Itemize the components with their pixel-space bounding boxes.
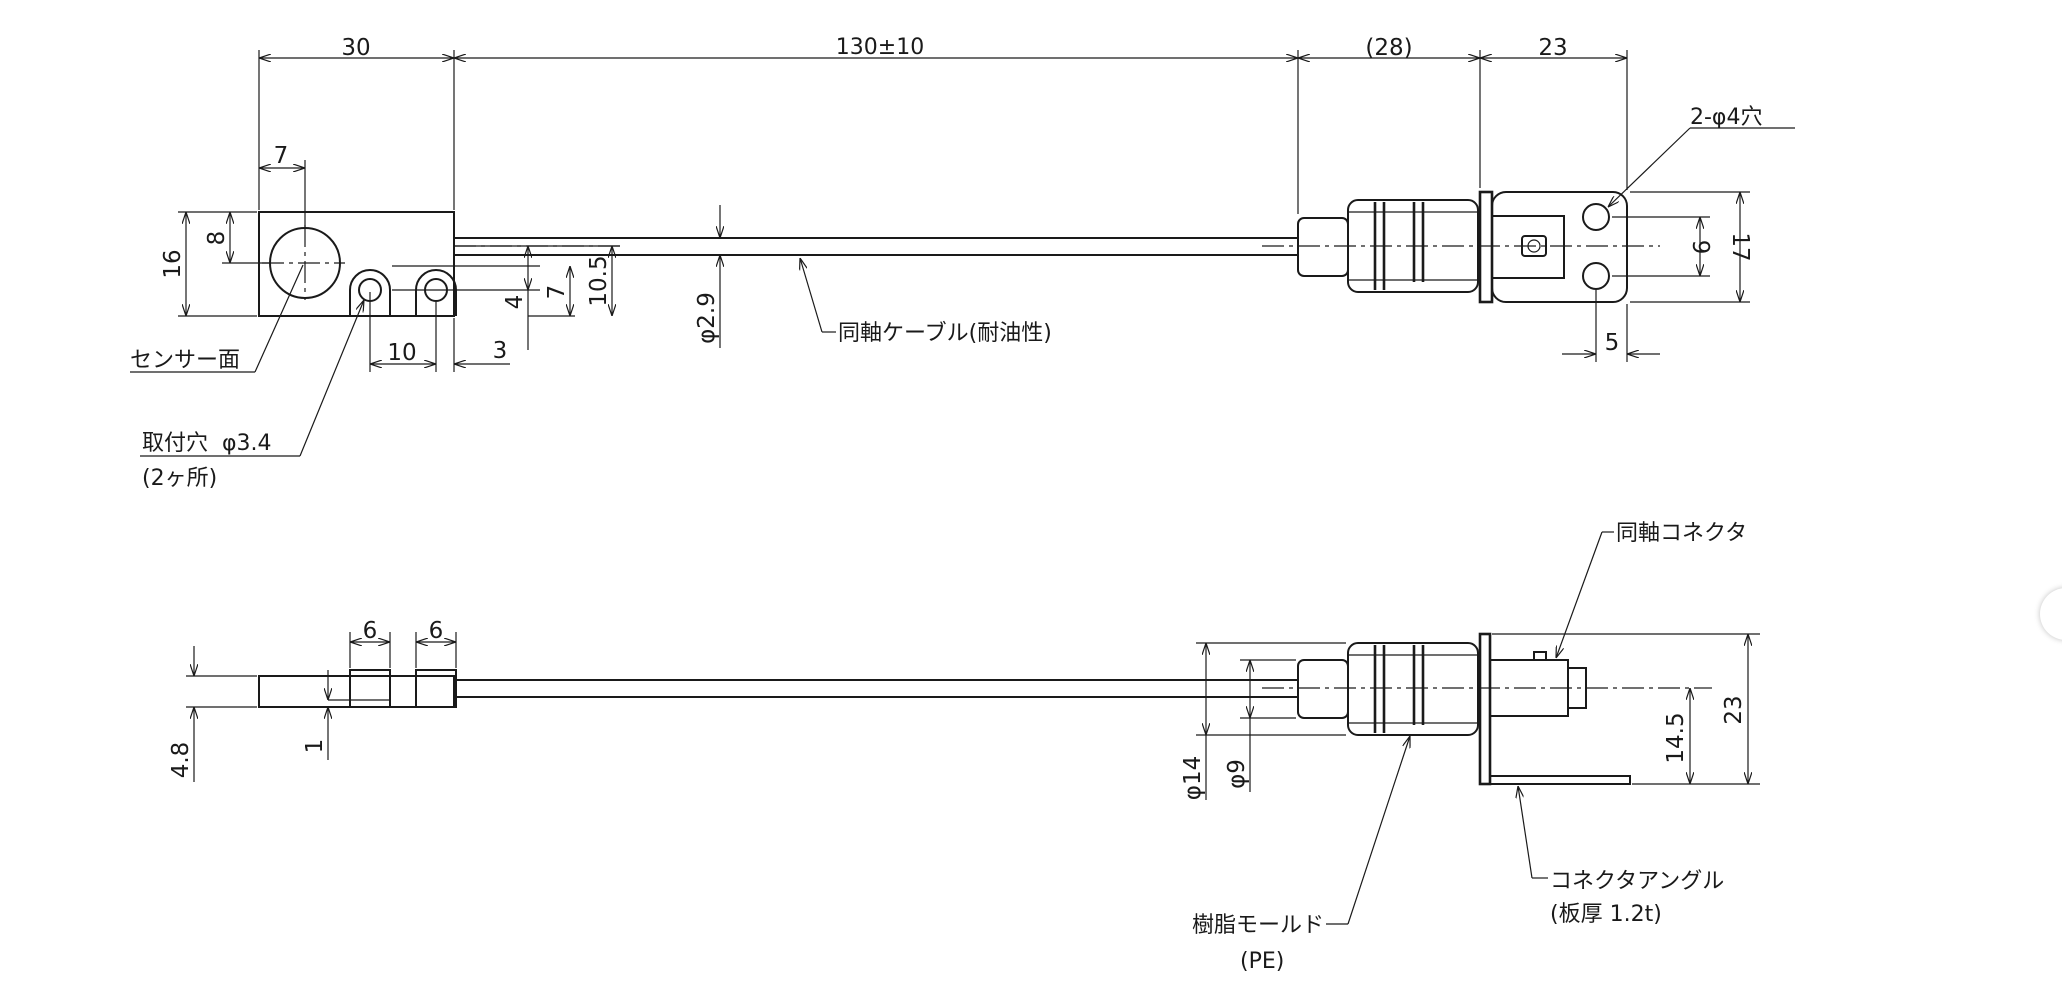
label-mold-material: (PE) [1240,949,1284,974]
sensor-body-top [258,211,455,317]
dim-flange-hole-offset: 5 [1605,330,1620,356]
side-panel-handle[interactable] [2040,588,2062,640]
dim-flange-height: 17 [1727,232,1753,261]
dim-slot-1: 6 [363,618,378,644]
flange-hole-lower [1582,262,1610,290]
dim-slot-2: 6 [429,618,444,644]
dim-body-height: 16 [160,249,186,278]
label-angle-thickness: (板厚 1.2t) [1550,902,1662,927]
label-mount-hole-count: (2ヶ所) [142,466,217,491]
connector-angle-bracket [1480,775,1631,785]
resin-mold-side [1347,642,1479,736]
dim-body-thickness: 4.8 [168,742,194,779]
slot-right [415,669,457,708]
cable-boot [1297,217,1349,277]
cable-boot-side [1297,659,1349,719]
dim-connector-length: 23 [1538,35,1567,61]
dim-hole-y1: 4 [502,295,528,310]
dim-angle-height: 23 [1721,695,1747,724]
connector-body-top [1491,215,1565,279]
connector-flange-top [1478,190,1494,304]
label-flange-holes: 2-φ4穴 [1690,105,1762,130]
mount-tab-left [349,269,391,316]
label-connector: 同軸コネクタ [1616,521,1747,546]
label-angle: コネクタアングル [1550,869,1724,894]
flange-hole-upper [1582,203,1610,231]
dim-face-offset: 7 [274,143,289,169]
sensor-body-side [258,675,455,708]
dim-sleeve-dia: φ9 [1224,759,1250,789]
side-view: 6 6 4.8 1 φ14 φ9 23 14.5 [168,521,1760,974]
dim-cable-length: 130±10 [836,35,924,60]
label-cable: 同軸ケーブル(耐油性) [838,321,1052,346]
dim-mold-dia: φ14 [1180,756,1206,800]
connector-flange-side [1478,632,1492,786]
dim-hole-y2: 7 [544,285,570,300]
label-sensor-face: センサー面 [130,348,240,373]
dim-body-width: 30 [341,35,370,61]
dim-face-center: 8 [204,231,230,246]
dim-hole-pitch: 10 [387,340,416,366]
dim-connector-ref: (28) [1365,35,1412,61]
dim-axis-height: 14.5 [1663,712,1689,763]
mount-tab-right [415,269,457,316]
dim-slot-depth: 1 [302,739,328,754]
dim-cable-offset: 10.5 [586,255,612,306]
slot-left [349,669,391,708]
label-mold: 樹脂モールド [1192,913,1324,938]
top-view: 30 130±10 (28) 23 7 16 8 4 7 10.5 φ2.9 [130,35,1795,491]
dim-hole-edge: 3 [493,338,508,364]
dim-flange-hole-pitch: 9 [1687,240,1713,255]
dim-cable-dia: φ2.9 [694,292,720,344]
label-mount-hole: 取付穴 φ3.4 [142,431,272,456]
